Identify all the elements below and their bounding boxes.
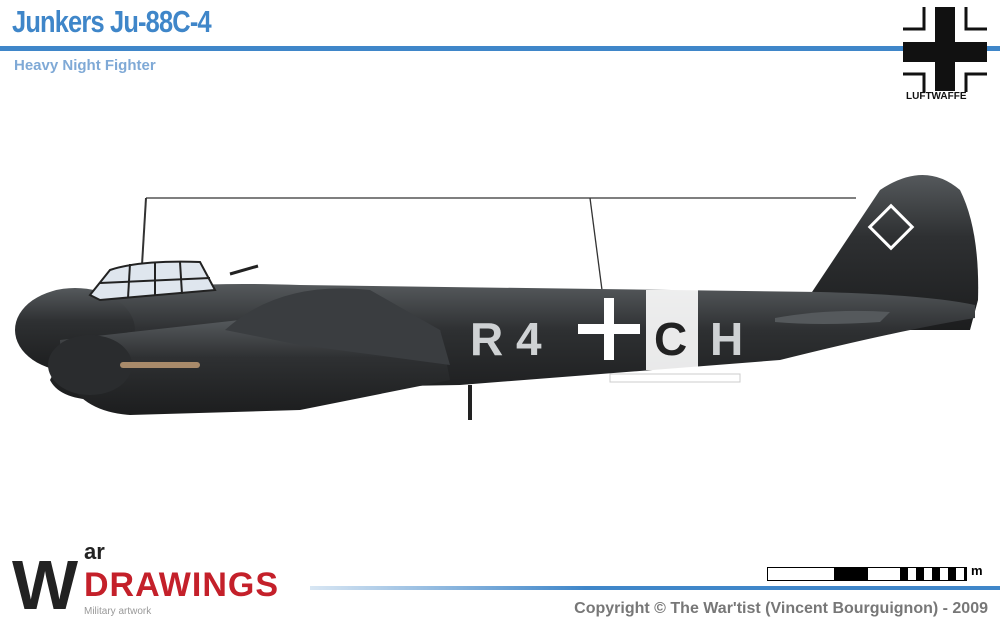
scale-bar <box>767 567 967 581</box>
scale-unit: m <box>971 563 983 578</box>
code-right-h: H <box>710 313 743 365</box>
logo-tagline: Military artwork <box>84 606 152 617</box>
logo-letter: W <box>12 546 79 624</box>
code-left: R 4 <box>470 313 542 365</box>
aircraft-profile: R 4 C H <box>15 175 979 420</box>
insignia-label: LUFTWAFFE <box>906 91 967 102</box>
logo-small: ar <box>84 539 105 564</box>
logo-brand: DRAWINGS <box>84 566 279 604</box>
copyright: Copyright © The War'tist (Vincent Bourgu… <box>574 600 988 617</box>
balkenkreuz-icon <box>903 7 987 92</box>
wardrawings-logo: W ar DRAWINGS Military artwork <box>12 540 312 622</box>
page-subtitle: Heavy Night Fighter <box>14 57 156 74</box>
footer-divider <box>310 586 1000 590</box>
code-right-c: C <box>654 313 687 365</box>
page-title: Junkers Ju-88C-4 <box>12 4 212 39</box>
header-divider <box>0 46 1000 51</box>
